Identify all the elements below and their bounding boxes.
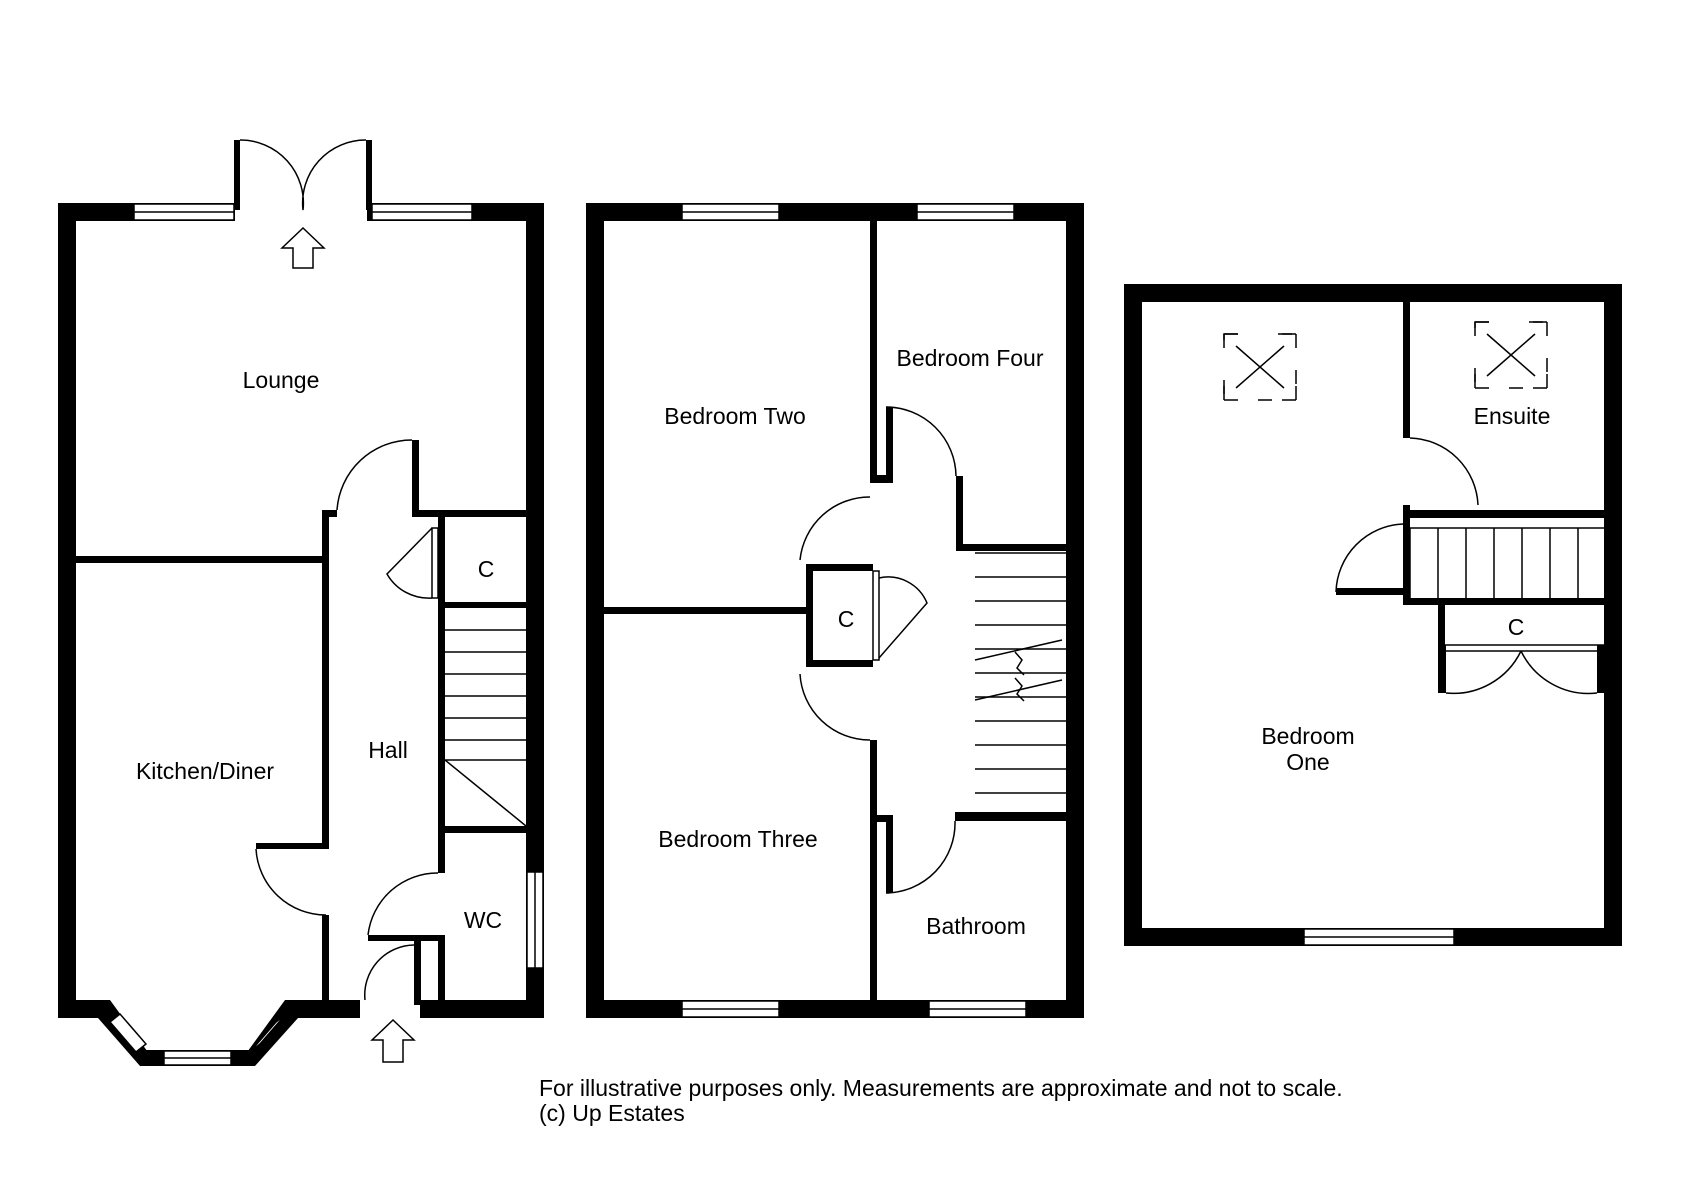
- door-swing: [885, 406, 957, 477]
- room-label-kitchen-diner: Kitchen/Diner: [136, 758, 274, 784]
- room-label-bedroom-two: Bedroom Two: [664, 403, 805, 429]
- wall: [1438, 645, 1446, 693]
- door-swing: [255, 848, 327, 916]
- wall: [604, 607, 811, 614]
- skylight-icon: [1474, 321, 1548, 389]
- wall: [956, 476, 963, 550]
- window: [108, 1012, 148, 1054]
- wall: [526, 203, 544, 1018]
- wall: [1403, 598, 1604, 605]
- wall: [58, 203, 76, 1018]
- wall: [586, 203, 604, 1018]
- room-label-lounge: Lounge: [243, 367, 320, 393]
- wall: [1403, 518, 1410, 588]
- wall: [438, 515, 445, 608]
- wall: [438, 608, 445, 833]
- door-swing: [367, 872, 439, 936]
- window: [249, 1013, 287, 1053]
- skylight-icon: [1223, 333, 1297, 401]
- entrance-arrow-icon: [280, 226, 326, 269]
- wall: [956, 544, 1066, 551]
- wall: [1438, 605, 1445, 651]
- door-swing: [364, 944, 415, 1001]
- wall: [322, 510, 329, 848]
- door-swing: [885, 820, 956, 894]
- entrance-arrow-icon: [370, 1018, 416, 1063]
- room-label-hall: Hall: [368, 737, 408, 763]
- wall: [412, 440, 419, 517]
- wall: [1604, 284, 1622, 946]
- wall: [870, 475, 886, 483]
- wall: [870, 740, 877, 1010]
- wall: [366, 140, 372, 210]
- wall: [1403, 588, 1410, 603]
- staircase: [444, 629, 527, 827]
- wall: [420, 1000, 544, 1018]
- disclaimer-text: For illustrative purposes only. Measurem…: [539, 1075, 1343, 1101]
- room-label-cupboard: C: [1508, 614, 1525, 640]
- wall: [234, 140, 240, 210]
- wall: [1410, 510, 1604, 518]
- room-label-cupboard: C: [838, 606, 855, 632]
- bay-window-wall: [245, 1000, 328, 1066]
- copyright-text: (c) Up Estates: [539, 1100, 685, 1126]
- wall: [412, 510, 527, 517]
- room-label-bedroom-one: Bedroom: [1261, 723, 1354, 749]
- wall: [870, 221, 877, 483]
- wall: [1124, 284, 1622, 302]
- wall: [438, 602, 526, 608]
- wall: [806, 564, 813, 667]
- second-floor-plan: Ensuite C Bedroom One: [1124, 284, 1622, 946]
- room-label-wc: WC: [464, 907, 502, 933]
- wall: [1336, 588, 1410, 595]
- wall: [806, 660, 873, 667]
- wall: [886, 407, 893, 483]
- staircase: [974, 552, 1066, 794]
- room-label-bedroom-one: One: [1286, 749, 1329, 775]
- wall: [438, 935, 445, 1005]
- room-label-bedroom-four: Bedroom Four: [896, 345, 1043, 371]
- door-swing: [386, 527, 433, 599]
- room-label-bedroom-three: Bedroom Three: [658, 826, 817, 852]
- door-swing: [336, 439, 413, 511]
- wall: [256, 843, 329, 849]
- staircase: [1409, 527, 1604, 598]
- french-door: [239, 139, 367, 211]
- room-label-ensuite: Ensuite: [1474, 403, 1551, 429]
- wall: [1597, 645, 1605, 693]
- wall: [870, 815, 886, 822]
- wall: [438, 833, 445, 873]
- bay-window-wall: [58, 1000, 150, 1066]
- room-label-bathroom: Bathroom: [926, 913, 1026, 939]
- first-floor-plan: Bedroom Two Bedroom Four C Bedroom Three…: [586, 203, 1084, 1018]
- wall: [1403, 302, 1410, 438]
- ground-floor-plan: Lounge Kitchen/Diner Hall C WC: [58, 139, 544, 1066]
- wall: [414, 935, 421, 1005]
- door-swing: [878, 576, 928, 659]
- wall: [322, 510, 337, 517]
- wall: [1066, 203, 1084, 1018]
- wall: [438, 826, 526, 833]
- wall: [1124, 284, 1142, 946]
- wall: [368, 935, 445, 941]
- door-swing: [1409, 437, 1479, 506]
- wall: [76, 556, 329, 563]
- wall: [322, 915, 329, 1005]
- wall: [886, 815, 893, 893]
- wall: [1403, 505, 1410, 519]
- wall: [955, 812, 1066, 821]
- door-swing: [1445, 650, 1598, 695]
- door-swing: [799, 496, 871, 561]
- door-swing: [1335, 523, 1404, 593]
- room-label-cupboard: C: [478, 556, 495, 582]
- door-swing: [799, 673, 871, 741]
- wall: [806, 564, 873, 571]
